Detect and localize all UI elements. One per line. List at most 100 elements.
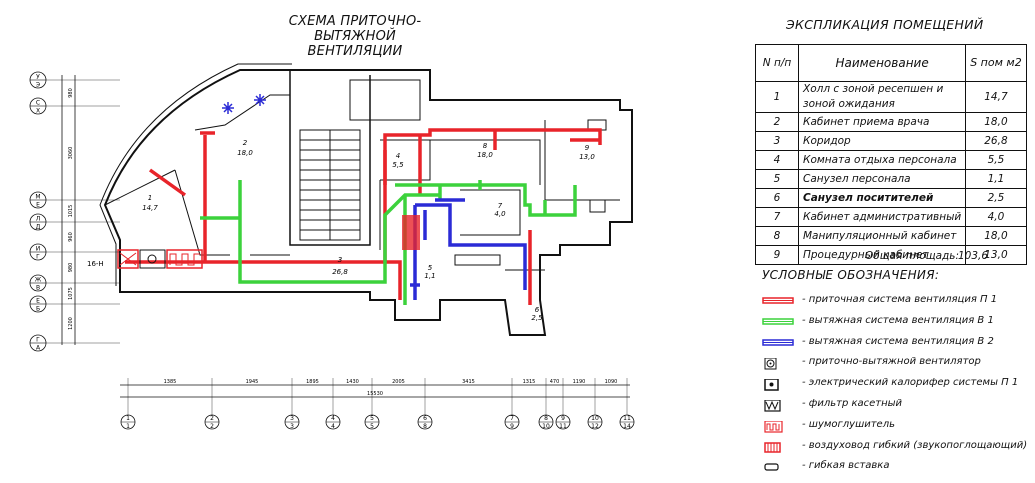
explication-table: N п/п Наименование S пом м2 1 Холл с зон… [755,44,1027,265]
column-axis-label: 5 [370,415,374,422]
row-name: Процедурный кабинет [797,245,967,265]
equipment-unit [117,215,420,269]
dimension-value: 1075 [68,287,74,300]
row-num: 3 [755,131,799,151]
legend-text: - фильтр касетный [802,398,903,409]
room-area-5: 1,1 [424,272,435,280]
dimension-value: 980 [68,88,74,98]
column-axis-label: 10 [591,415,599,422]
row-name: Санузел персонала [797,169,967,189]
row-axis-label: И [36,246,41,253]
room-label-1: 1 [148,194,152,202]
room-area-9: 13,0 [579,153,595,161]
room-label-7: 7 [498,202,503,210]
legend-item-heater: - электрический калорифер системы П 1 [762,375,1032,393]
room-label-9: 9 [585,144,590,152]
column-axis-label: 1 [126,415,130,422]
row-axis-label-alt: Б [36,306,40,313]
dimension-value: 1895 [306,379,319,385]
column-axis-label-alt: 2 [210,423,214,430]
exhaust-ducts-b1 [200,180,577,305]
room-label-6: 6 [535,306,540,314]
row-axis-marker: ГА [29,334,120,352]
legend-text: - приточная система вентиляция П 1 [802,294,998,305]
row-area: 18,0 [965,226,1027,246]
row-axis-label-alt: Г [36,254,40,261]
flex-duct-icon [764,442,781,453]
stairwell [299,129,361,241]
legend-item-exhaust-b1: - вытяжная система вентиляция В 1 [762,313,1032,331]
exhaust-duct-b2-icon [762,339,794,346]
table-row: 9 Процедурный кабинет 13,0 [755,245,1027,265]
row-num: 5 [755,169,799,189]
column-axis-label: 6 [423,415,427,422]
column-axis-marker: 911 [555,378,571,430]
diagram-title: СХЕМА ПРИТОЧНО-ВЫТЯЖНОЙ ВЕНТИЛЯЦИИ [250,14,460,59]
column-axis-label: 2 [210,415,214,422]
row-axis-marker: МЕ [29,191,120,209]
total-area-value: 103,6 [958,250,989,262]
filter-icon [764,400,781,412]
row-name: Кабинет приема врача [797,112,967,132]
axis-markers: УЭСХМЕЛДИГЖВЕБГА112233445568798109111012… [29,71,635,430]
dimension-total: 15530 [367,391,383,397]
header-num: N п/п [755,44,799,82]
heater-icon [764,379,779,391]
legend-item-supply: - приточная система вентиляция П 1 [762,292,1032,310]
diagram-title-line1: СХЕМА ПРИТОЧНО-ВЫТЯЖНОЙ [288,14,422,44]
row-area: 14,7 [965,81,1027,113]
ceiling-fans [222,94,266,114]
column-axis-label: 8 [544,415,548,422]
row-axis-label-alt: Д [36,224,41,231]
row-area: 26,8 [965,131,1027,151]
row-area: 1,1 [965,169,1027,189]
row-axis-label-alt: А [36,345,41,352]
legend-text: - шумоглушитель [802,419,895,430]
row-name: Манипуляционный кабинет [797,226,967,246]
dimension-value: 3060 [68,147,74,160]
column-axis-label-alt: 11 [559,423,567,430]
legend-item-filter: - фильтр касетный [762,396,1032,414]
room-area-3: 26,8 [332,268,348,276]
row-axis-label: Е [36,298,40,305]
room-labels: 1 14,7 2 18,0 3 26,8 4 5,5 5 1,1 6 2,5 7… [142,139,595,322]
table-row: 7 Кабинет административный 4,0 [755,207,1027,227]
legend-text: - вытяжная система вентиляция В 2 [802,336,994,347]
legend-item-flex-duct: - воздуховод гибкий (звукопоглощающий) [762,438,1032,456]
column-axis-marker: 44 [325,378,341,430]
column-axis-label-alt: 9 [510,423,514,430]
row-name: Комната отдыха персонала [797,150,967,170]
row-axis-label-alt: Э [36,82,40,89]
supply-ducts-p1 [125,128,602,305]
total-area-label: Общая площадь: [865,250,960,262]
row-num: 9 [755,245,799,265]
room-area-7: 4,0 [494,210,506,218]
column-axis-label-alt: 8 [423,423,427,430]
dimension-value: 1945 [246,379,259,385]
dimension-value: 470 [550,379,560,385]
column-axis-label-alt: 12 [591,423,599,430]
column-axis-label-alt: 5 [370,423,374,430]
row-area: 18,0 [965,112,1027,132]
column-axis-marker: 810 [538,378,554,430]
column-axis-marker: 11 [120,378,136,430]
row-name: Коридор [797,131,967,151]
row-name: Санузел поситителей [797,188,967,208]
row-axis-label-alt: Е [36,202,40,209]
legend-text: - приточно-вытяжной вентилятор [802,356,981,367]
row-axis-label-alt: Х [36,108,40,115]
legend-item-flex-insert: - гибкая вставка [762,458,1032,476]
supply-duct-icon [762,297,794,304]
column-axis-marker: 22 [204,378,220,430]
exhaust-duct-b1-icon [762,318,794,325]
floor-plan-diagram: УЭСХМЕЛДИГЖВЕБГА112233445568798109111012… [29,63,635,430]
row-area: 4,0 [965,207,1027,227]
equipment-label: 16-H [87,260,104,268]
column-axis-label: 3 [290,415,294,422]
row-name: Кабинет административный [797,207,967,227]
room-area-2: 18,0 [237,149,253,157]
row-axis-marker: ЛД [29,213,120,231]
dimension-value: 1315 [523,379,536,385]
